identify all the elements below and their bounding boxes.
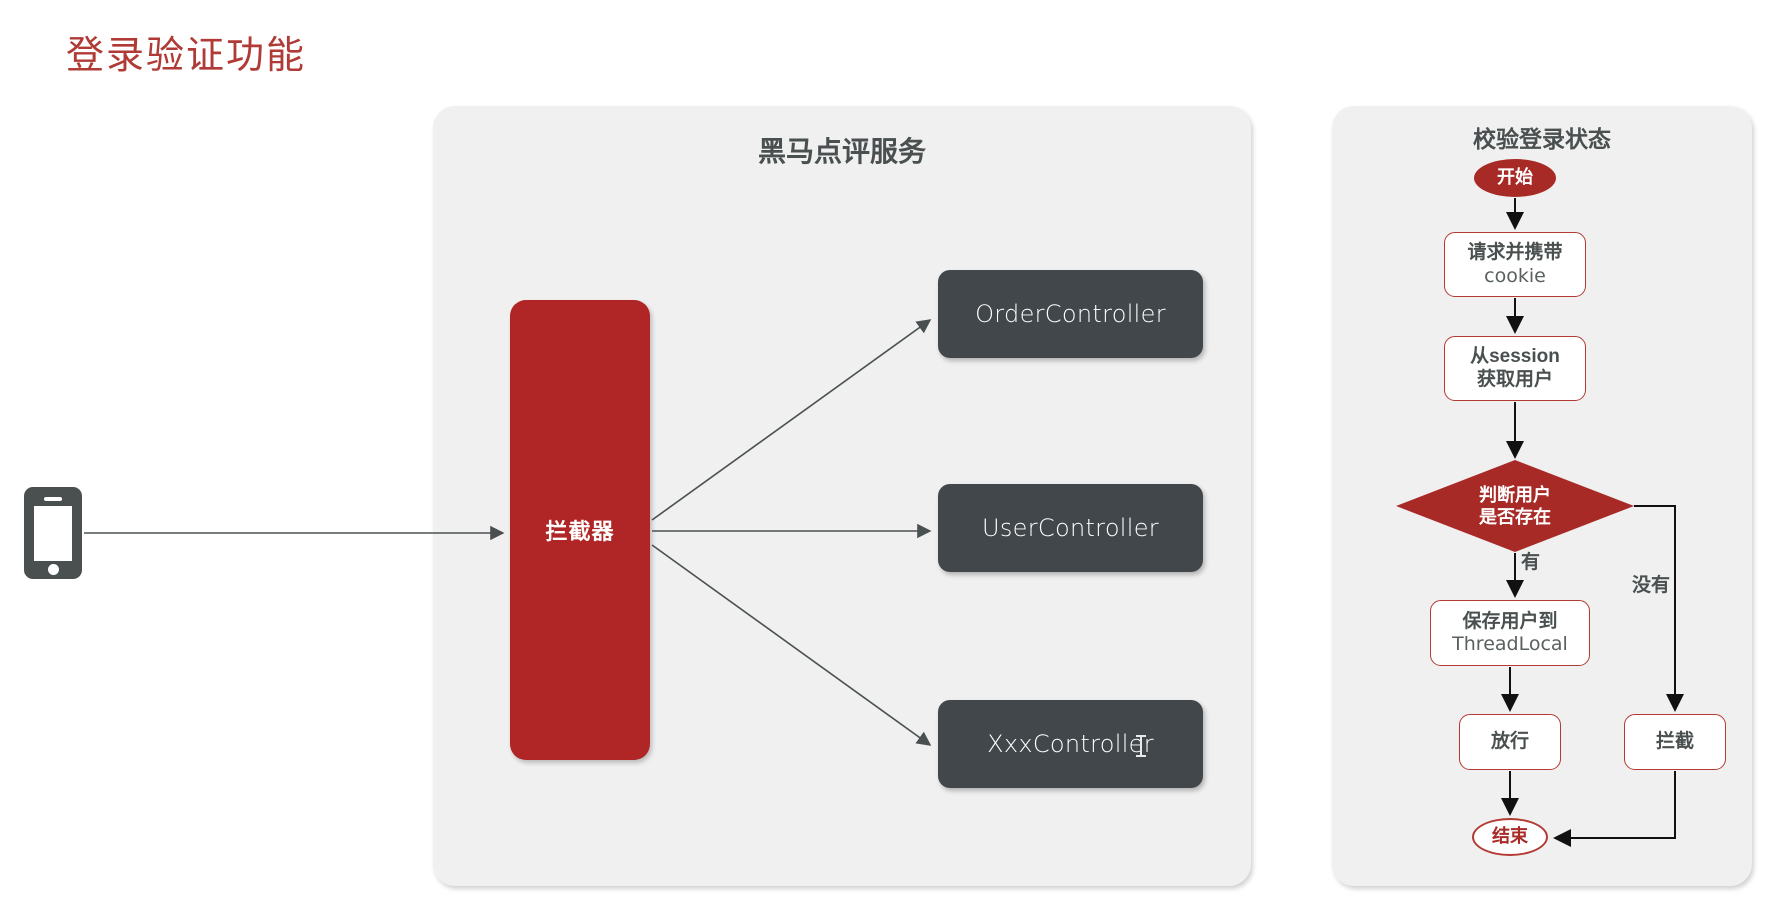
flow-node-request-label: 请求并携带	[1467, 242, 1563, 264]
mobile-phone-icon	[24, 487, 82, 579]
flow-node-end-label: 结束	[1492, 826, 1528, 847]
flow-node-pass[interactable]: 放行	[1459, 714, 1561, 770]
service-panel-title: 黑马点评服务	[757, 136, 926, 167]
flow-node-block[interactable]: 拦截	[1624, 714, 1726, 770]
user-controller-label: UserController	[982, 514, 1159, 542]
flow-node-get-session-sublabel: 获取用户	[1476, 368, 1553, 390]
text-caret-cursor	[1136, 735, 1146, 757]
flow-node-threadlocal-sublabel: ThreadLocal	[1452, 633, 1568, 655]
flow-node-block-label: 拦截	[1655, 730, 1694, 752]
order-controller-label: OrderController	[975, 300, 1166, 328]
phone-speaker	[44, 497, 62, 501]
flow-node-get-session-label: 从session	[1470, 346, 1560, 368]
edge-label-no: 没有	[1632, 575, 1671, 596]
flow-panel-title: 校验登录状态	[1473, 126, 1611, 152]
flow-node-pass-label: 放行	[1490, 730, 1529, 752]
flow-node-start-label: 开始	[1497, 167, 1533, 188]
flow-node-start[interactable]: 开始	[1474, 159, 1556, 197]
phone-home-button	[48, 564, 59, 575]
decision-labels: 判断用户 是否存在	[1396, 460, 1634, 552]
phone-screen	[34, 506, 72, 561]
flow-node-request[interactable]: 请求并携带 cookie	[1444, 232, 1586, 297]
flow-node-request-sublabel: cookie	[1484, 264, 1546, 287]
xxx-controller-label: XxxController	[987, 730, 1154, 758]
flow-node-get-session[interactable]: 从session 获取用户	[1444, 336, 1586, 401]
xxx-controller-node[interactable]: XxxController	[938, 700, 1203, 788]
flow-node-decision[interactable]: 判断用户 是否存在	[1396, 460, 1634, 552]
edge-label-yes: 有	[1521, 552, 1541, 573]
flow-node-decision-label: 判断用户	[1479, 484, 1551, 505]
user-controller-node[interactable]: UserController	[938, 484, 1203, 572]
flow-node-decision-sublabel: 是否存在	[1479, 507, 1551, 527]
flow-node-threadlocal[interactable]: 保存用户到 ThreadLocal	[1430, 600, 1590, 666]
page-title: 登录验证功能	[66, 35, 307, 77]
flow-node-threadlocal-label: 保存用户到	[1462, 610, 1558, 632]
interceptor-label: 拦截器	[545, 519, 615, 544]
order-controller-node[interactable]: OrderController	[938, 270, 1203, 358]
interceptor-node[interactable]: 拦截器	[510, 300, 650, 760]
flow-node-end[interactable]: 结束	[1472, 818, 1548, 856]
